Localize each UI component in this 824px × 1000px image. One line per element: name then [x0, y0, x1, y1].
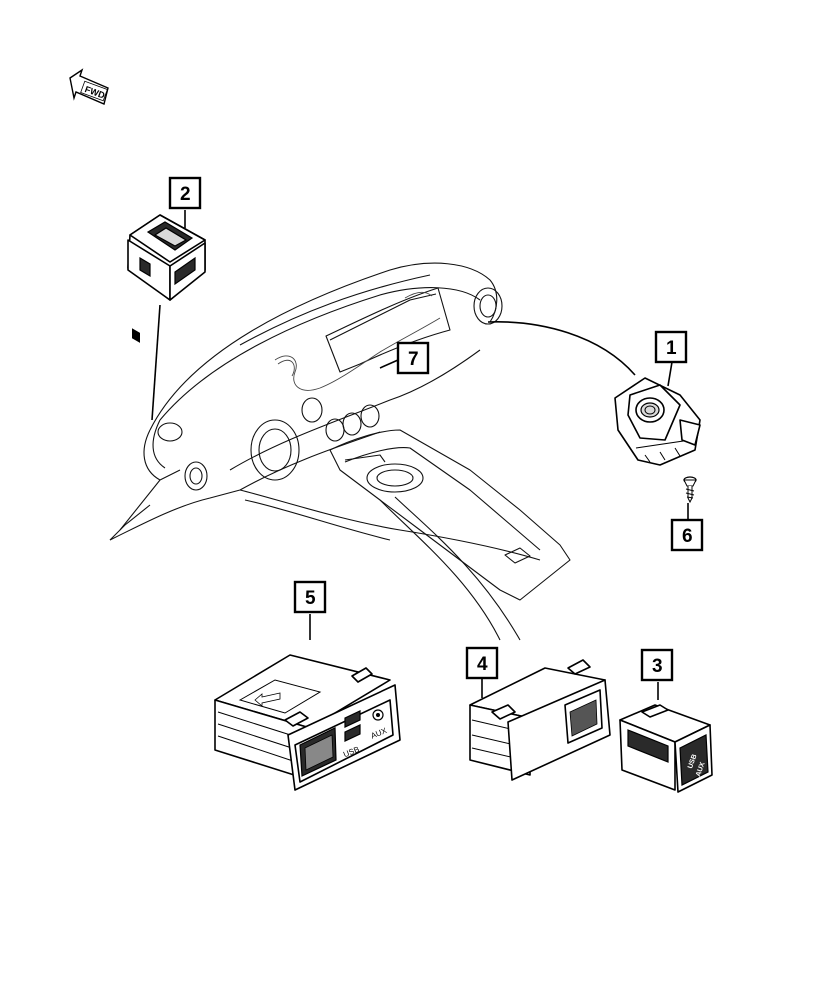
callout-1: 1: [654, 330, 688, 364]
callout-3: 3: [640, 648, 674, 682]
callout-7: 7: [396, 341, 430, 375]
part-6-screw: [683, 476, 697, 520]
callout-1-label: 1: [666, 338, 677, 359]
part-3-usb-aux-jack: USB AUX: [619, 682, 713, 793]
callout-6: 6: [670, 518, 704, 552]
jack-aux-label: AUX: [695, 761, 707, 778]
leader-lines: [151, 304, 636, 421]
callout-2: 2: [168, 176, 202, 210]
part-5-usb-aux-module: USB AUX: [214, 614, 401, 791]
callout-6-label: 6: [682, 526, 693, 547]
part-1-power-outlet-bracket: [614, 361, 701, 466]
callout-4-label: 4: [477, 654, 488, 675]
callout-2-label: 2: [180, 184, 191, 205]
part-2-switch: [127, 210, 206, 343]
callout-7-label: 7: [408, 349, 419, 370]
callout-3-label: 3: [652, 656, 663, 677]
callout-5: 5: [293, 580, 327, 614]
callout-5-label: 5: [305, 588, 316, 609]
jack-usb-label: USB: [687, 753, 699, 769]
callout-4: 4: [465, 646, 499, 680]
instrument-panel: [109, 262, 571, 641]
part-4-bezel-housing: [469, 659, 611, 781]
forward-arrow-icon: FWD: [69, 68, 109, 105]
